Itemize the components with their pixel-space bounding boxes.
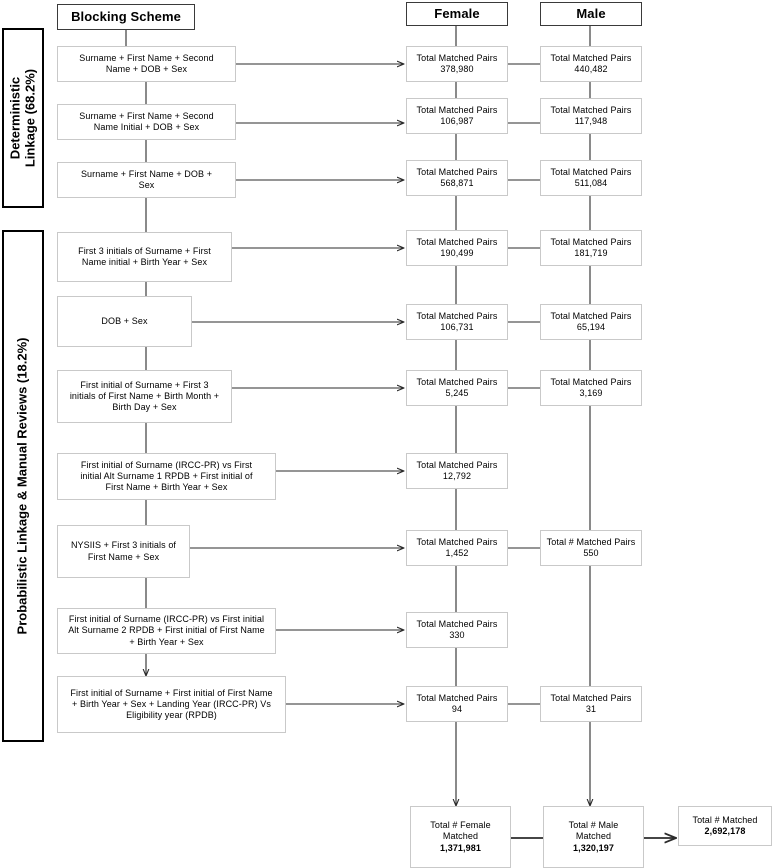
female-pairs-box-10: Total Matched Pairs 94	[406, 686, 508, 722]
scheme-box-7: First initial of Surname (IRCC-PR) vs Fi…	[57, 453, 276, 500]
male-pairs-box-5: Total Matched Pairs 65,194	[540, 304, 642, 340]
scheme-box-5: DOB + Sex	[57, 296, 192, 347]
category-deterministic: Deterministic Linkage (68.2%)	[2, 28, 44, 208]
male-column-header-label: Male	[576, 5, 606, 21]
scheme-box-1: Surname + First Name + Second Name + DOB…	[57, 46, 236, 82]
male-pairs-box-3: Total Matched Pairs 511,084	[540, 160, 642, 196]
total-female-matched-box: Total # Female Matched 1,371,981	[410, 806, 511, 868]
total-matched-box: Total # Matched 2,692,178	[678, 806, 772, 846]
male-pairs-box-6: Total Matched Pairs 3,169	[540, 370, 642, 406]
male-pairs-box-8: Total # Matched Pairs 550	[540, 530, 642, 566]
female-pairs-box-4: Total Matched Pairs 190,499	[406, 230, 508, 266]
female-pairs-box-1: Total Matched Pairs 378,980	[406, 46, 508, 82]
blocking-scheme-header: Blocking Scheme	[57, 4, 195, 30]
female-pairs-box-2: Total Matched Pairs 106,987	[406, 98, 508, 134]
female-pairs-box-5: Total Matched Pairs 106,731	[406, 304, 508, 340]
scheme-box-3: Surname + First Name + DOB + Sex	[57, 162, 236, 198]
male-pairs-box-1: Total Matched Pairs 440,482	[540, 46, 642, 82]
total-female-matched-value: 1,371,981	[440, 842, 481, 853]
male-pairs-box-4: Total Matched Pairs 181,719	[540, 230, 642, 266]
scheme-box-6: First initial of Surname + First 3 initi…	[57, 370, 232, 423]
total-male-matched-box: Total # Male Matched 1,320,197	[543, 806, 644, 868]
blocking-scheme-header-label: Blocking Scheme	[71, 8, 181, 24]
female-pairs-box-6: Total Matched Pairs 5,245	[406, 370, 508, 406]
female-column-header: Female	[406, 2, 508, 26]
total-male-matched-value: 1,320,197	[573, 842, 614, 853]
category-deterministic-label: Deterministic Linkage (68.2%)	[7, 68, 37, 168]
female-column-header-label: Female	[434, 5, 480, 21]
category-probabilistic: Probabilistic Linkage & Manual Reviews (…	[2, 230, 44, 742]
total-matched-value: 2,692,178	[704, 826, 746, 836]
female-pairs-box-3: Total Matched Pairs 568,871	[406, 160, 508, 196]
category-probabilistic-label: Probabilistic Linkage & Manual Reviews (…	[14, 337, 30, 635]
male-pairs-box-2: Total Matched Pairs 117,948	[540, 98, 642, 134]
scheme-box-10: First initial of Surname + First initial…	[57, 676, 286, 733]
scheme-box-4: First 3 initials of Surname + First Name…	[57, 232, 232, 282]
scheme-box-2: Surname + First Name + Second Name Initi…	[57, 104, 236, 140]
male-column-header: Male	[540, 2, 642, 26]
male-pairs-box-10: Total Matched Pairs 31	[540, 686, 642, 722]
female-pairs-box-9: Total Matched Pairs 330	[406, 612, 508, 648]
female-pairs-box-8: Total Matched Pairs 1,452	[406, 530, 508, 566]
scheme-box-8: NYSIIS + First 3 initials of First Name …	[57, 525, 190, 578]
scheme-box-9: First initial of Surname (IRCC-PR) vs Fi…	[57, 608, 276, 654]
female-pairs-box-7: Total Matched Pairs 12,792	[406, 453, 508, 489]
